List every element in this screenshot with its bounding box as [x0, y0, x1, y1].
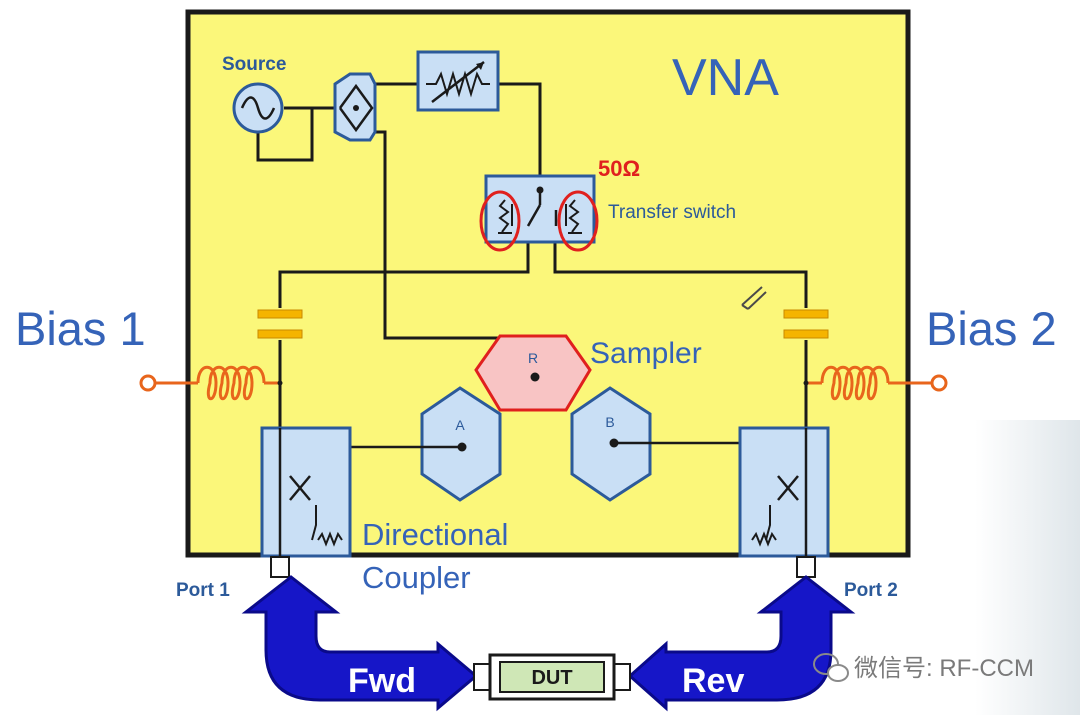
bias1-node [277, 380, 283, 386]
fwd-arrow [241, 575, 479, 712]
capacitor-left [257, 309, 303, 339]
rev-arrow [627, 575, 856, 712]
power-splitter-icon [333, 72, 377, 142]
transfer-switch-label: Transfer switch [608, 202, 736, 223]
variable-attenuator-icon [416, 50, 500, 112]
rev-label: Rev [682, 662, 744, 700]
port1-connector [270, 556, 290, 578]
port2-label: Port 2 [844, 580, 898, 601]
directional-label: Directional [362, 517, 508, 552]
sampler-label: Sampler [590, 337, 702, 370]
bias1-label: Bias 1 [15, 302, 146, 355]
pen-cursor-icon [741, 286, 767, 310]
bias2-node [803, 380, 809, 386]
port2-connector [796, 556, 816, 578]
fwd-label: Fwd [348, 662, 416, 700]
source-icon [232, 82, 284, 134]
coupler-label: Coupler [362, 560, 471, 595]
ohm-label: 50Ω [598, 156, 640, 181]
sampler-a-label: A [455, 417, 465, 433]
port1-label: Port 1 [176, 580, 230, 601]
right-termination-highlight [557, 190, 599, 252]
directional-coupler-right [738, 426, 830, 558]
bias2-label: Bias 2 [926, 302, 1057, 355]
capacitor-right [783, 309, 829, 339]
transfer-switch-icon [484, 174, 596, 244]
background-decoration [975, 420, 1080, 715]
sampler-r [474, 334, 592, 412]
dut-block [473, 653, 631, 701]
sampler-b [570, 386, 652, 502]
bias1-inductor [139, 365, 280, 401]
directional-coupler-left [260, 426, 352, 558]
wechat-icon [813, 653, 849, 682]
left-termination-highlight [479, 190, 521, 252]
bias2-inductor [806, 365, 948, 401]
source-label: Source [222, 54, 286, 75]
watermark-label: 微信号: RF-CCM [854, 655, 1034, 682]
sampler-b-label: B [605, 414, 614, 430]
dut-label: DUT [531, 667, 572, 689]
sampler-r-label: R [528, 350, 538, 366]
vna-title: VNA [672, 49, 779, 107]
sampler-a [420, 386, 502, 502]
